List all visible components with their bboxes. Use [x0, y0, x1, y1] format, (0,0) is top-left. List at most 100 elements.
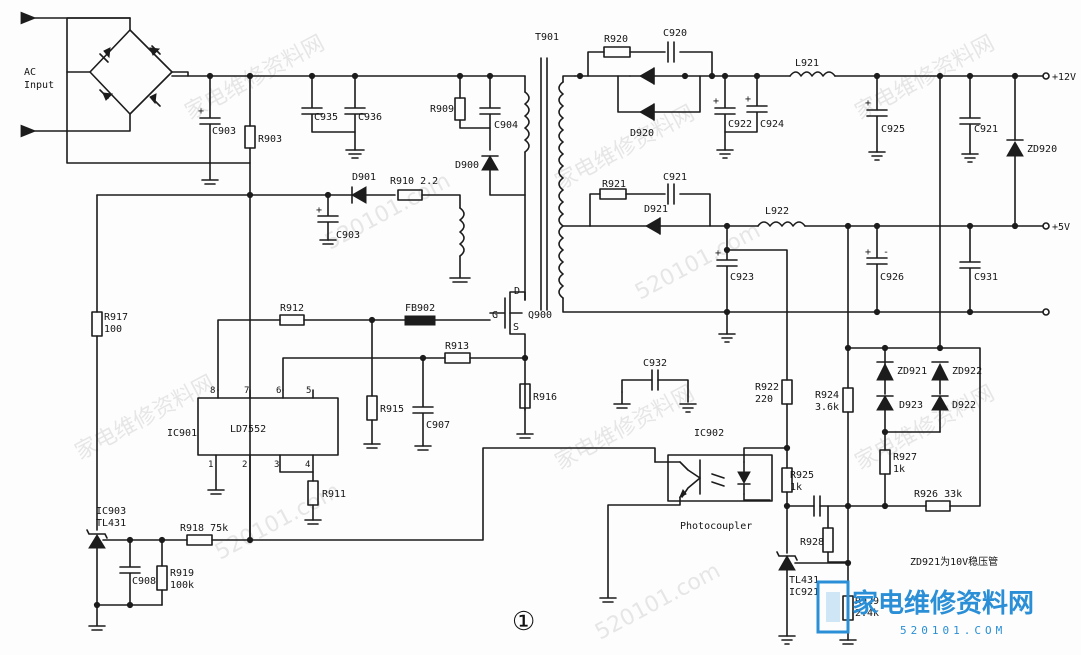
label-r910: R910 2.2: [390, 176, 438, 187]
label-r924: R924: [815, 390, 839, 401]
label-t901: T901: [535, 32, 559, 43]
svg-text:+: +: [715, 248, 721, 259]
logo-mark: [816, 580, 850, 634]
watermark-text: 家电维修资料网: [851, 381, 999, 475]
label-ld7552: LD7552: [230, 424, 266, 435]
label-c921b: C921: [663, 172, 687, 183]
label-r925v: 1k: [790, 482, 802, 493]
c932-capacitor: C932: [613, 358, 697, 413]
logo-text: 家电维修资料网: [852, 588, 1034, 619]
label-c903a: C903: [212, 126, 236, 137]
logo-mark-inner: [826, 592, 840, 622]
label-ac-input-2: Input: [24, 80, 54, 91]
label-c926: C926: [880, 272, 904, 283]
label-d920: D920: [630, 128, 654, 139]
label-r927v: 1k: [893, 464, 905, 475]
svg-text:+: +: [316, 205, 322, 216]
zener-note: ZD921为10V稳压管: [910, 555, 998, 568]
site-logo: 家电维修资料网 520101.COM: [816, 580, 1034, 637]
label-pin5: 5: [306, 386, 311, 396]
label-d923: D923: [899, 400, 923, 411]
label-r917v: 100: [104, 324, 122, 335]
label-c921a: C921: [974, 124, 998, 135]
ac-input-label: AC Input: [24, 67, 54, 91]
svg-text:+: +: [865, 247, 871, 258]
current-sense: R913 C907 R916: [282, 341, 557, 451]
label-r925: R925: [790, 470, 814, 481]
ic903-tl431-network: IC903 TL431 R918 75k C908 R919 100k: [86, 506, 251, 631]
c903-bulk-capacitor: + C903: [198, 75, 236, 185]
label-r929: R929: [855, 596, 879, 607]
label-d921: D921: [644, 204, 668, 215]
watermark-text: 520101.com: [631, 218, 765, 305]
label-r922v: 220: [755, 394, 773, 405]
svg-text:+: +: [198, 106, 204, 117]
watermark-layer: 家电维修资料网 520101.com 家电维修资料网 520101.com 家电…: [71, 31, 999, 645]
label-d900: D900: [455, 160, 479, 171]
label-r918: R918 75k: [180, 523, 228, 534]
svg-text:+: +: [865, 98, 871, 109]
label-c908: C908: [132, 576, 156, 587]
snubber-network: R909 C904 D900: [430, 75, 526, 196]
ic901-ld7552: LD7552 IC901 8 7 6 5 1 2 3 4 R911: [167, 386, 346, 541]
label-c923: C923: [730, 272, 754, 283]
label-tl431b: TL431: [789, 575, 819, 586]
watermark-text: 家电维修资料网: [551, 381, 699, 475]
aux-junctions: [246, 191, 332, 199]
label-c903b: C903: [336, 230, 360, 241]
label-pin8: 8: [210, 386, 215, 396]
label-d922: D922: [952, 400, 976, 411]
label-r922: R922: [755, 382, 779, 393]
label-r929v: 2.4k: [855, 608, 879, 619]
label-c924: C924: [760, 119, 784, 130]
feedback-line: [249, 447, 656, 541]
label-pin7: 7: [244, 386, 249, 396]
label-l922: L922: [765, 206, 789, 217]
t901-primary-winding: T901: [524, 32, 559, 311]
figure-number: ①: [512, 607, 535, 637]
label-r928: R928: [800, 537, 824, 548]
label-c922: C922: [728, 119, 752, 130]
label-ic902: IC902: [694, 428, 724, 439]
label-r903: R903: [258, 134, 282, 145]
label-c920: C920: [663, 28, 687, 39]
label-c904: C904: [494, 120, 518, 131]
secondary-feedback: R922 220 R925 1k R928 TL431 IC921 R924 3…: [743, 225, 879, 645]
watermark-text: 家电维修资料网: [71, 371, 219, 465]
label-q-g: G: [492, 310, 498, 321]
label-fb902: FB902: [405, 303, 435, 314]
output-12v-section: R920 C920 D920 + C922 + C924 L921 + C925…: [574, 28, 1076, 349]
label-r915: R915: [380, 404, 404, 415]
label-c925: C925: [881, 124, 905, 135]
label-c907: C907: [426, 420, 450, 431]
label-zd921: ZD921: [897, 366, 927, 377]
gate-drive: R912 FB902 R915: [217, 303, 491, 449]
label-q900: Q900: [528, 310, 552, 321]
label-r924v: 3.6k: [815, 402, 839, 413]
label-r912: R912: [280, 303, 304, 314]
label-r927: R927: [893, 452, 917, 463]
output-5v-section: R921 C921 D921 L922 + C923 +- C926 C931 …: [589, 172, 1070, 381]
label-pin6: 6: [276, 386, 281, 396]
label-r921: R921: [602, 179, 626, 190]
label-zd920: ZD920: [1027, 144, 1057, 155]
auxiliary-supply: D901 + C903 R910 2.2: [96, 172, 471, 531]
c935-c936-capacitors: C935 C936: [301, 75, 382, 159]
watermark-text: 家电维修资料网: [851, 31, 999, 125]
label-r917: R917: [104, 312, 128, 323]
label-c932: C932: [643, 358, 667, 369]
label-out12: +12V: [1052, 72, 1076, 83]
label-q-s: S: [513, 322, 519, 333]
bridge-rectifier: [20, 11, 251, 164]
label-d901: D901: [352, 172, 376, 183]
label-r920: R920: [604, 34, 628, 45]
label-pin3: 3: [274, 460, 279, 470]
label-out5: +5V: [1052, 222, 1070, 233]
label-ac-input-1: AC: [24, 67, 36, 78]
svg-text:+: +: [713, 96, 719, 107]
label-q-d: D: [514, 286, 520, 297]
label-r919v: 100k: [170, 580, 194, 591]
label-r909: R909: [430, 104, 454, 115]
